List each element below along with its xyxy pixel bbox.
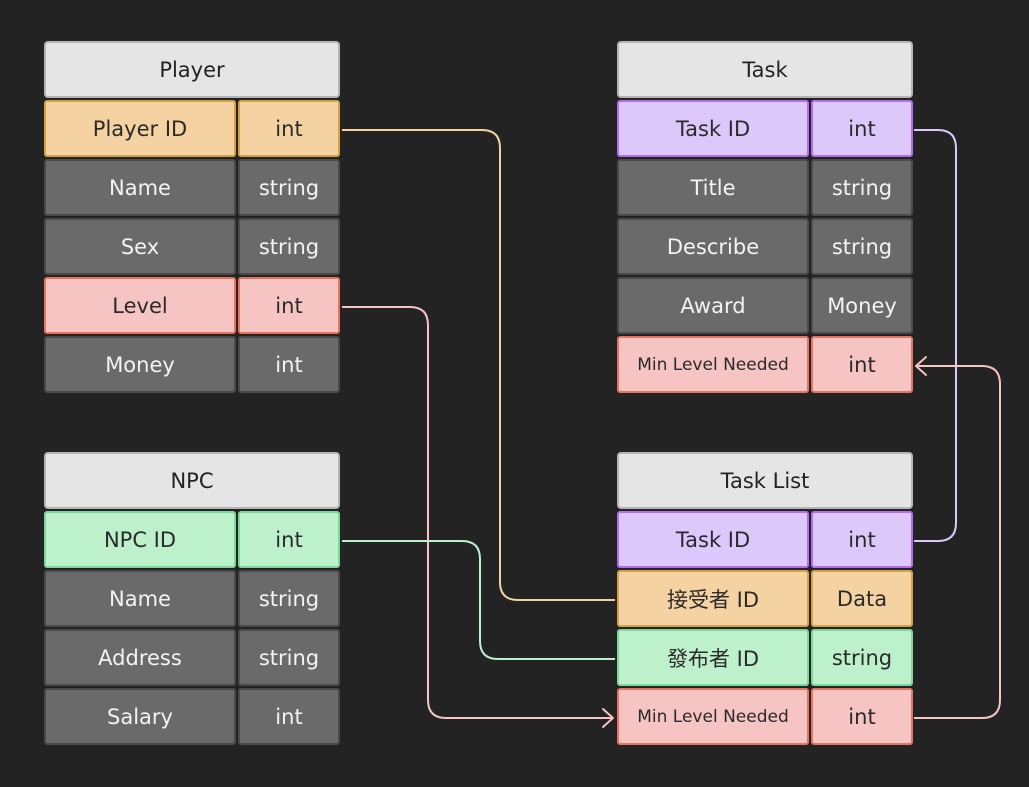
field-type: string: [238, 629, 340, 686]
player-row-money: Money int: [44, 336, 340, 393]
npc-row-address: Address string: [44, 629, 340, 686]
field-name: Award: [617, 277, 809, 334]
player-row-player-id: Player ID int: [44, 100, 340, 157]
field-name: Describe: [617, 218, 809, 275]
connector-task-id-to-tasklist-task-id: [914, 129, 957, 542]
field-type: int: [238, 511, 340, 568]
field-type: int: [811, 100, 913, 157]
task-table: Task Task ID int Title string Describe s…: [617, 41, 913, 395]
player-row-sex: Sex string: [44, 218, 340, 275]
npc-table: NPC NPC ID int Name string Address strin…: [44, 452, 340, 747]
task-row-describe: Describe string: [617, 218, 913, 275]
connector-player-id-to-receiver-id: [342, 129, 615, 601]
field-type: int: [238, 277, 340, 334]
field-name: Min Level Needed: [617, 688, 809, 745]
field-name: Title: [617, 159, 809, 216]
player-table: Player Player ID int Name string Sex str…: [44, 41, 340, 395]
field-type: int: [811, 511, 913, 568]
task-row-title: Title string: [617, 159, 913, 216]
field-name: Address: [44, 629, 236, 686]
player-row-level: Level int: [44, 277, 340, 334]
field-name: Player ID: [44, 100, 236, 157]
task-list-row-publisher-id: 發布者 ID string: [617, 629, 913, 686]
task-list-row-min-level-needed: Min Level Needed int: [617, 688, 913, 745]
task-list-row-task-id: Task ID int: [617, 511, 913, 568]
field-type: string: [238, 570, 340, 627]
task-table-title: Task: [617, 41, 913, 98]
player-row-name: Name string: [44, 159, 340, 216]
npc-row-name: Name string: [44, 570, 340, 627]
field-type: Money: [811, 277, 913, 334]
field-type: int: [811, 688, 913, 745]
field-type: int: [238, 100, 340, 157]
field-type: int: [238, 336, 340, 393]
connector-npc-id-to-publisher-id: [342, 540, 615, 660]
field-name: Min Level Needed: [617, 336, 809, 393]
field-type: Data: [811, 570, 913, 627]
field-name: 接受者 ID: [617, 570, 809, 627]
connector-tasklist-min-level-to-task-min-level: [914, 365, 1001, 719]
task-row-task-id: Task ID int: [617, 100, 913, 157]
arrowhead-icon: [602, 708, 614, 728]
task-list-table: Task List Task ID int 接受者 ID Data 發布者 ID…: [617, 452, 913, 747]
task-list-row-receiver-id: 接受者 ID Data: [617, 570, 913, 627]
field-type: int: [811, 336, 913, 393]
field-name: Money: [44, 336, 236, 393]
field-name: Sex: [44, 218, 236, 275]
npc-table-title: NPC: [44, 452, 340, 509]
field-name: Task ID: [617, 100, 809, 157]
field-type: string: [811, 218, 913, 275]
field-name: Name: [44, 159, 236, 216]
field-type: string: [811, 629, 913, 686]
field-type: int: [238, 688, 340, 745]
field-name: Task ID: [617, 511, 809, 568]
field-type: string: [238, 218, 340, 275]
task-row-award: Award Money: [617, 277, 913, 334]
player-table-title: Player: [44, 41, 340, 98]
field-name: Salary: [44, 688, 236, 745]
field-name: Level: [44, 277, 236, 334]
npc-row-npc-id: NPC ID int: [44, 511, 340, 568]
field-type: string: [811, 159, 913, 216]
field-name: Name: [44, 570, 236, 627]
npc-row-salary: Salary int: [44, 688, 340, 745]
task-list-table-title: Task List: [617, 452, 913, 509]
connector-level-to-tasklist-min-level: [342, 306, 612, 719]
field-type: string: [238, 159, 340, 216]
arrowhead-icon: [915, 356, 927, 376]
task-row-min-level-needed: Min Level Needed int: [617, 336, 913, 393]
field-name: 發布者 ID: [617, 629, 809, 686]
field-name: NPC ID: [44, 511, 236, 568]
